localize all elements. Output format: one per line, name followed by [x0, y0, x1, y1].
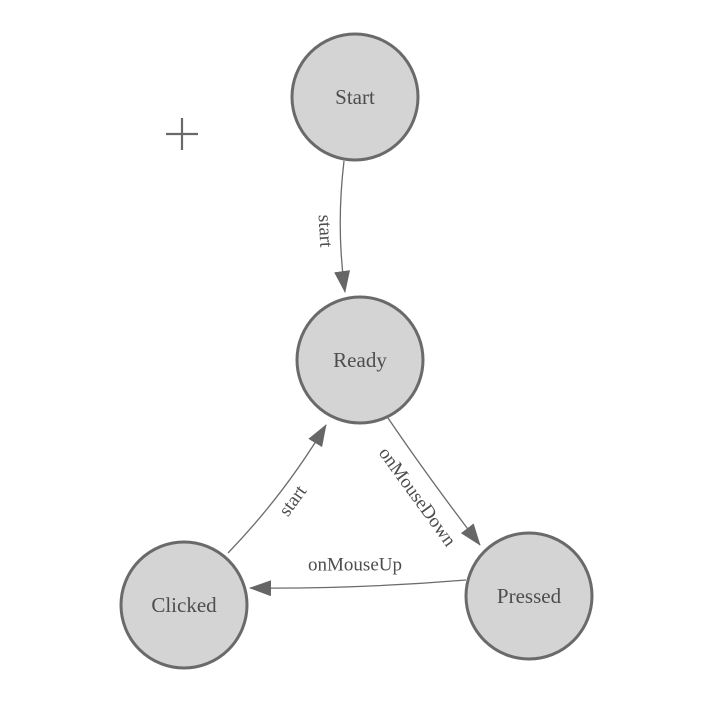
- state-node-pressed[interactable]: Pressed: [464, 531, 594, 661]
- transition-edge-start-to-ready[interactable]: [334, 160, 351, 293]
- plus-crosshair-cursor-icon: [166, 118, 198, 150]
- node-circle-start[interactable]: [290, 32, 420, 162]
- node-label-pressed: Pressed: [497, 584, 562, 608]
- node-label-start: Start: [335, 85, 375, 109]
- state-node-clicked[interactable]: Clicked: [119, 540, 249, 670]
- state-node-start[interactable]: Start: [290, 32, 420, 162]
- node-label-ready: Ready: [333, 348, 387, 372]
- transition-edge-pressed-to-clicked[interactable]: [249, 579, 467, 597]
- edge-label-clicked-to-ready: start: [275, 481, 312, 520]
- node-circle-clicked[interactable]: [119, 540, 249, 670]
- node-circle-ready[interactable]: [295, 295, 425, 425]
- transition-edge-clicked-to-ready[interactable]: [227, 424, 327, 554]
- node-label-clicked: Clicked: [151, 593, 217, 617]
- node-circle-pressed[interactable]: [464, 531, 594, 661]
- transition-edge-ready-to-pressed[interactable]: [387, 417, 481, 546]
- edge-label-pressed-to-clicked: onMouseUp: [308, 555, 402, 576]
- state-node-ready[interactable]: Ready: [295, 295, 425, 425]
- edge-label-start-to-ready: start: [314, 214, 337, 248]
